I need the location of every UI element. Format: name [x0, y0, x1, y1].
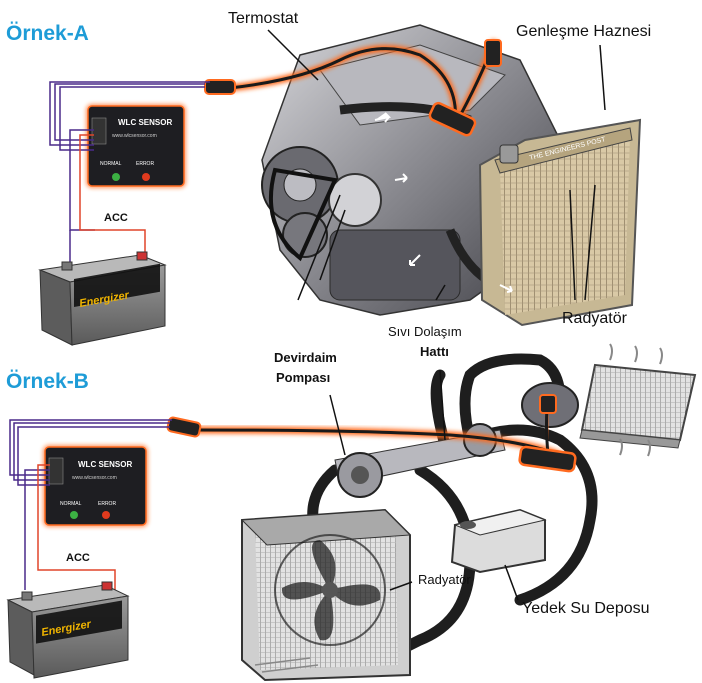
radiator-illustration-a: THE ENGINEERS POST [478, 118, 642, 327]
sensor-cable-b [166, 394, 577, 473]
sensor-brand-a: WLC SENSOR [118, 118, 172, 127]
sensor-cable-a [204, 38, 502, 137]
reserve-tank-label: Yedek Su Deposu [522, 600, 650, 617]
normal-led-a [112, 173, 120, 181]
sensor-brand-b: WLC SENSOR [78, 460, 132, 469]
engine-illustration-a [261, 24, 561, 316]
wlc-sensor-fitting-b [518, 445, 577, 473]
circulation-line-label-2: Hattı [420, 344, 449, 359]
sensor-website-a: www.wlcsensor.com [112, 133, 157, 139]
radiator-fan-b [274, 534, 386, 646]
thermostat-label: Termostat [228, 10, 299, 27]
sensor-error-label-a: ERROR [136, 161, 154, 167]
radiator-b-label: Radyatör [418, 572, 471, 587]
wlc-sensor-probe-b [539, 394, 557, 414]
sensor-normal-label-b: NORMAL [60, 501, 82, 507]
leader-lines-a [267, 29, 606, 301]
error-led-b [102, 511, 110, 519]
wlc-sensor-fitting-a [428, 101, 477, 137]
radiator-a-label: Radyatör [562, 310, 627, 327]
battery-b: Energizer [6, 581, 130, 679]
sensor-error-label-b: ERROR [98, 501, 116, 507]
example-a-diagram: THE ENGINEERS POST [38, 24, 642, 346]
heater-core-illustration-b [579, 343, 697, 457]
example-b-title: Örnek-B [6, 370, 89, 393]
wiring-a [49, 81, 210, 265]
acc-label-a: ACC [104, 212, 128, 224]
sensor-normal-label-a: NORMAL [100, 161, 122, 167]
coolant-flow-arrows-a [374, 112, 513, 293]
cable-connector-b [166, 416, 202, 438]
wlc-sensor-probe-a [484, 39, 502, 67]
sensor-website-b: www.wlcsensor.com [72, 475, 117, 481]
wiring-b [9, 419, 172, 590]
battery-a: Energizer [38, 251, 167, 346]
radiator-illustration-b [240, 508, 412, 682]
water-pump-label-2: Pompası [276, 370, 331, 385]
example-b-diagram: WLC SENSOR www.wlcsensor.com NORMAL ERRO… [6, 343, 697, 682]
normal-led-b [70, 511, 78, 519]
wlc-sensor-box-b: WLC SENSOR www.wlcsensor.com NORMAL ERRO… [43, 445, 148, 527]
wlc-sensor-box-a: WLC SENSOR www.wlcsensor.com NORMAL ERRO… [86, 104, 186, 188]
leader-lines-b [329, 369, 519, 601]
example-a-title: Örnek-A [6, 22, 89, 45]
acc-label-b: ACC [66, 552, 90, 564]
circulation-line-label-1: Sıvı Dolaşım [388, 324, 462, 339]
water-pump-label-1: Devirdaim [274, 350, 337, 365]
reserve-tank-illustration-b [450, 508, 547, 574]
expansion-tank-label: Genleşme Haznesi [516, 23, 652, 40]
error-led-a [142, 173, 150, 181]
